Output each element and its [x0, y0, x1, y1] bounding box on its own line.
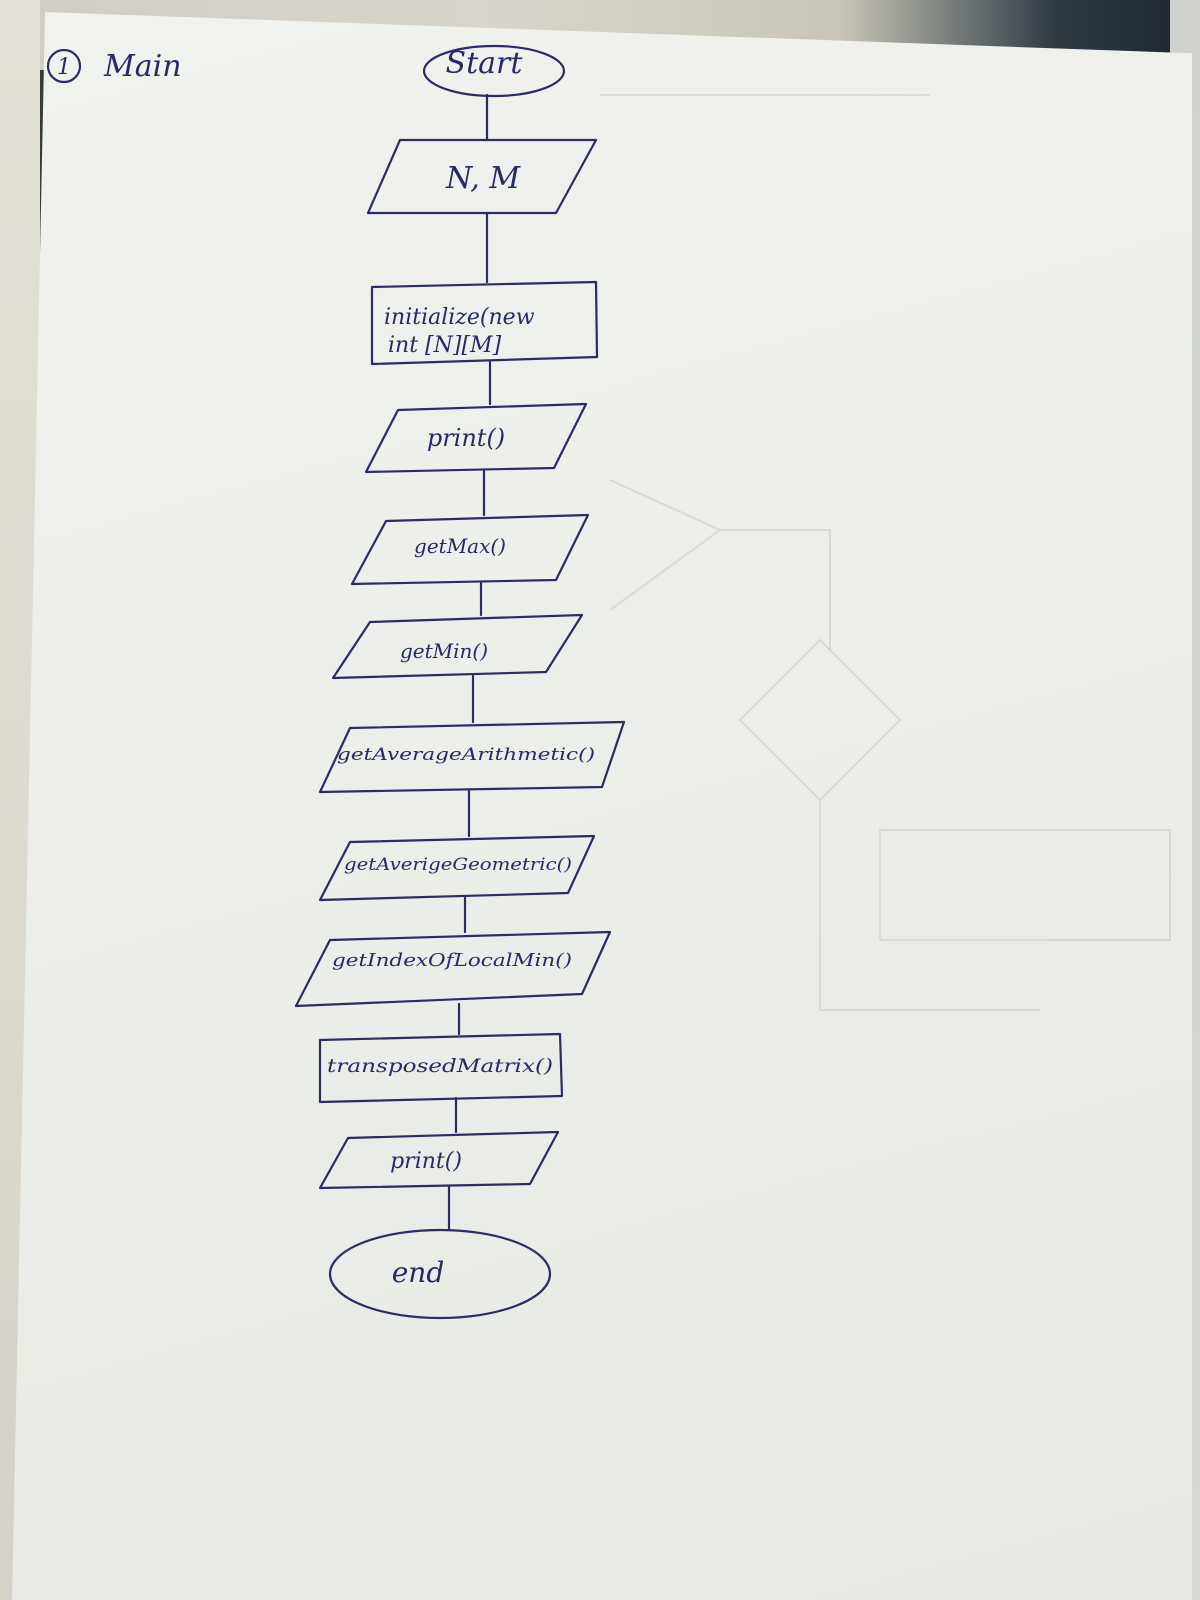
node-print2-label: print()	[390, 1149, 462, 1174]
node-input-label: N, M	[445, 161, 521, 196]
terminal-shape	[422, 44, 566, 98]
node-idx: getIndexOfLocalMin()	[294, 930, 612, 1008]
page-header: 1 Main	[46, 48, 182, 84]
index-mark: 1	[57, 55, 71, 80]
node-min-label: getMin()	[400, 639, 488, 663]
index-circle	[46, 48, 82, 84]
node-print2: print()	[318, 1130, 560, 1190]
terminal-shape	[328, 1228, 552, 1320]
parallelogram-shape	[364, 402, 588, 474]
node-geom: getAverigeGeometric()	[318, 834, 596, 902]
process-shape	[318, 1032, 564, 1104]
node-print1: print()	[364, 402, 588, 474]
node-max: getMax()	[350, 513, 590, 586]
paper-sheet	[12, 12, 1192, 1600]
parallelogram-shape	[294, 930, 612, 1008]
bleed-through-marks	[600, 94, 1171, 1011]
node-end: end	[328, 1228, 552, 1320]
node-arith: getAverageArithmetic()	[318, 720, 626, 794]
node-input: N, M	[366, 138, 598, 215]
node-start: Start	[422, 44, 566, 98]
node-trans: transposedMatrix()	[318, 1032, 564, 1104]
node-max-label: getMax()	[414, 534, 506, 558]
parallelogram-shape	[318, 720, 626, 794]
node-idx-label: getIndexOfLocalMin()	[332, 950, 572, 971]
node-init-line2: int [N][M]	[388, 333, 502, 358]
node-init-line1: initialize(new	[384, 305, 535, 330]
page-title: Main	[103, 49, 182, 84]
node-print1-label: print()	[427, 424, 505, 452]
node-start-label: Start	[446, 46, 524, 81]
parallelogram-shape	[366, 138, 598, 215]
node-init: initialize(new int [N][M]	[370, 280, 599, 366]
parallelogram-shape	[350, 513, 590, 586]
process-shape	[370, 280, 599, 366]
node-geom-label: getAverigeGeometric()	[344, 855, 572, 875]
parallelogram-shape	[318, 834, 596, 902]
node-end-label: end	[392, 1256, 445, 1289]
node-min: getMin()	[331, 613, 584, 680]
parallelogram-shape	[318, 1130, 560, 1190]
node-arith-label: getAverageArithmetic()	[337, 745, 595, 765]
node-trans-label: transposedMatrix()	[327, 1055, 553, 1077]
parallelogram-shape	[331, 613, 584, 680]
connectors	[447, 93, 492, 1232]
